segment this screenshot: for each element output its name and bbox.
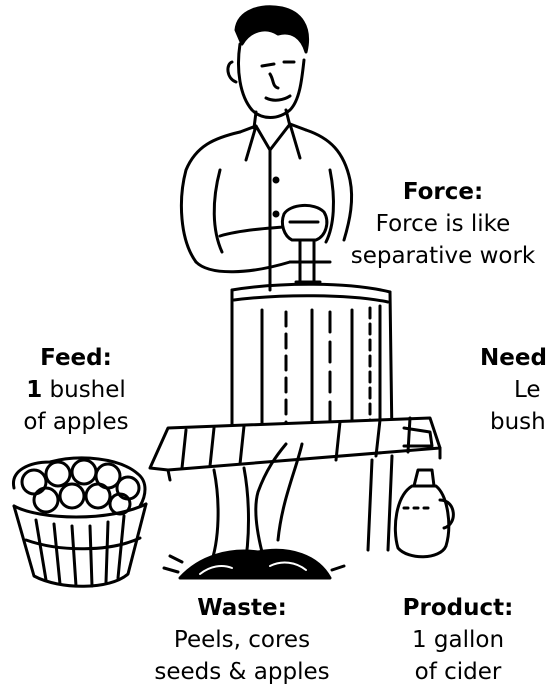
product-line-2: of cider (388, 656, 528, 688)
product-heading: Product: (388, 592, 528, 624)
feed-quantity: 1 (26, 377, 42, 403)
force-label: Force: Force is like separative work (340, 176, 546, 272)
apple-basket-icon (13, 458, 146, 586)
feed-line-1: 1 bushel (0, 374, 152, 406)
feed-heading: Feed: (0, 342, 152, 374)
waste-line-1: Peels, cores (140, 624, 344, 656)
waste-line-2: seeds & apples (140, 656, 344, 688)
waste-pile-icon (164, 550, 344, 578)
cider-jug-icon (395, 470, 453, 557)
feed-line-2: of apples (0, 406, 152, 438)
waste-heading: Waste: (140, 592, 344, 624)
need-heading: Need (480, 342, 546, 374)
need-label: Need Le bush (480, 342, 546, 438)
feed-label: Feed: 1 bushel of apples (0, 342, 152, 438)
man-figure-icon (181, 7, 351, 290)
need-line-1: Le (480, 374, 546, 406)
product-label: Product: 1 gallon of cider (388, 592, 528, 688)
force-line-2: separative work (340, 240, 546, 272)
force-heading: Force: (340, 176, 546, 208)
waste-label: Waste: Peels, cores seeds & apples (140, 592, 344, 688)
product-line-1: 1 gallon (388, 624, 528, 656)
feed-unit: bushel (42, 377, 126, 403)
need-line-2: bush (480, 406, 546, 438)
force-line-1: Force is like (340, 208, 546, 240)
